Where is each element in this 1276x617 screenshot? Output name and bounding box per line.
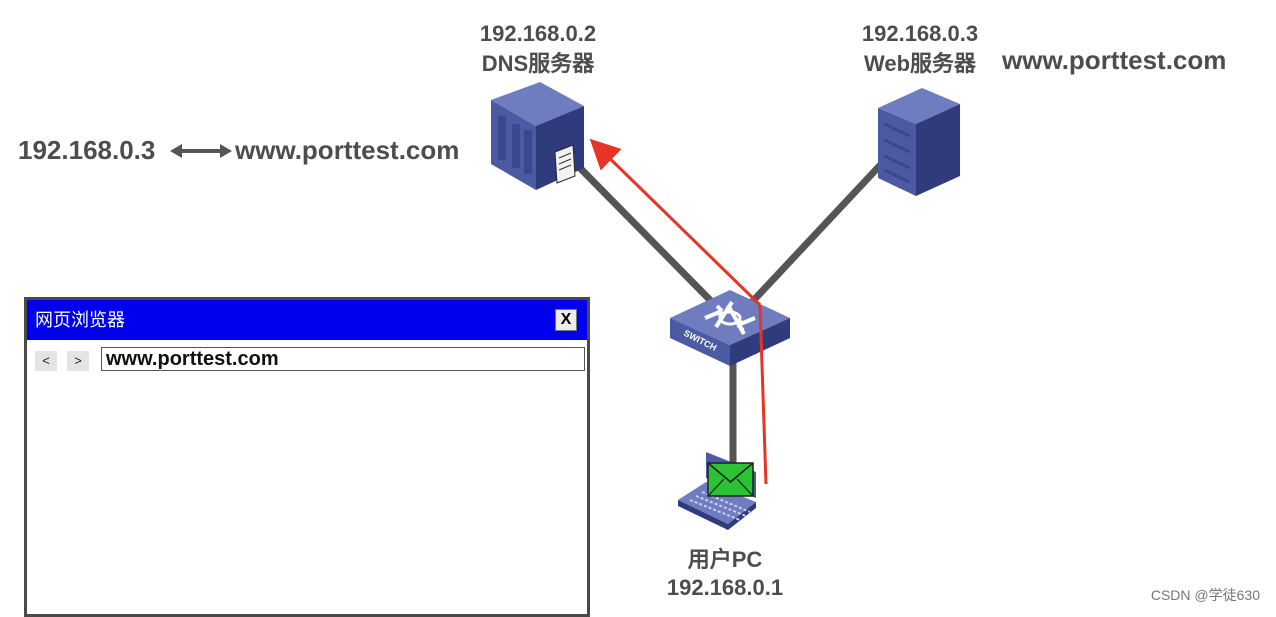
web-server-domain: www.porttest.com — [1002, 45, 1227, 75]
web-server-icon — [878, 88, 960, 196]
url-input[interactable]: www.porttest.com — [101, 347, 585, 371]
link-dns-switch — [577, 165, 715, 305]
user-pc-name: 用户PC — [687, 547, 763, 572]
dns-server-ip: 192.168.0.2 — [479, 21, 597, 46]
forward-button[interactable]: > — [67, 351, 89, 371]
dns-mapping-domain: www.porttest.com — [235, 135, 460, 165]
dns-server-icon — [491, 82, 584, 190]
web-server-ip: 192.168.0.3 — [861, 21, 979, 46]
switch-icon: SWITCH — [670, 290, 790, 366]
watermark: CSDN @学徒630 — [1150, 587, 1260, 603]
back-button[interactable]: < — [35, 351, 57, 371]
close-button[interactable]: X — [555, 309, 577, 331]
browser-window: 网页浏览器 X < > www.porttest.com — [24, 297, 590, 617]
envelope-icon — [707, 462, 754, 497]
dns-query-arrow — [589, 138, 762, 307]
browser-titlebar: 网页浏览器 X — [27, 300, 587, 340]
web-server-name: Web服务器 — [863, 51, 977, 76]
dns-server-name: DNS服务器 — [481, 51, 595, 76]
mapping-double-arrow — [170, 144, 232, 158]
dns-query-path-up — [758, 304, 768, 485]
dns-mapping-ip: 192.168.0.3 — [18, 135, 156, 165]
link-web-switch — [749, 157, 888, 305]
user-pc-ip: 192.168.0.1 — [666, 575, 784, 600]
browser-title: 网页浏览器 — [35, 310, 125, 330]
